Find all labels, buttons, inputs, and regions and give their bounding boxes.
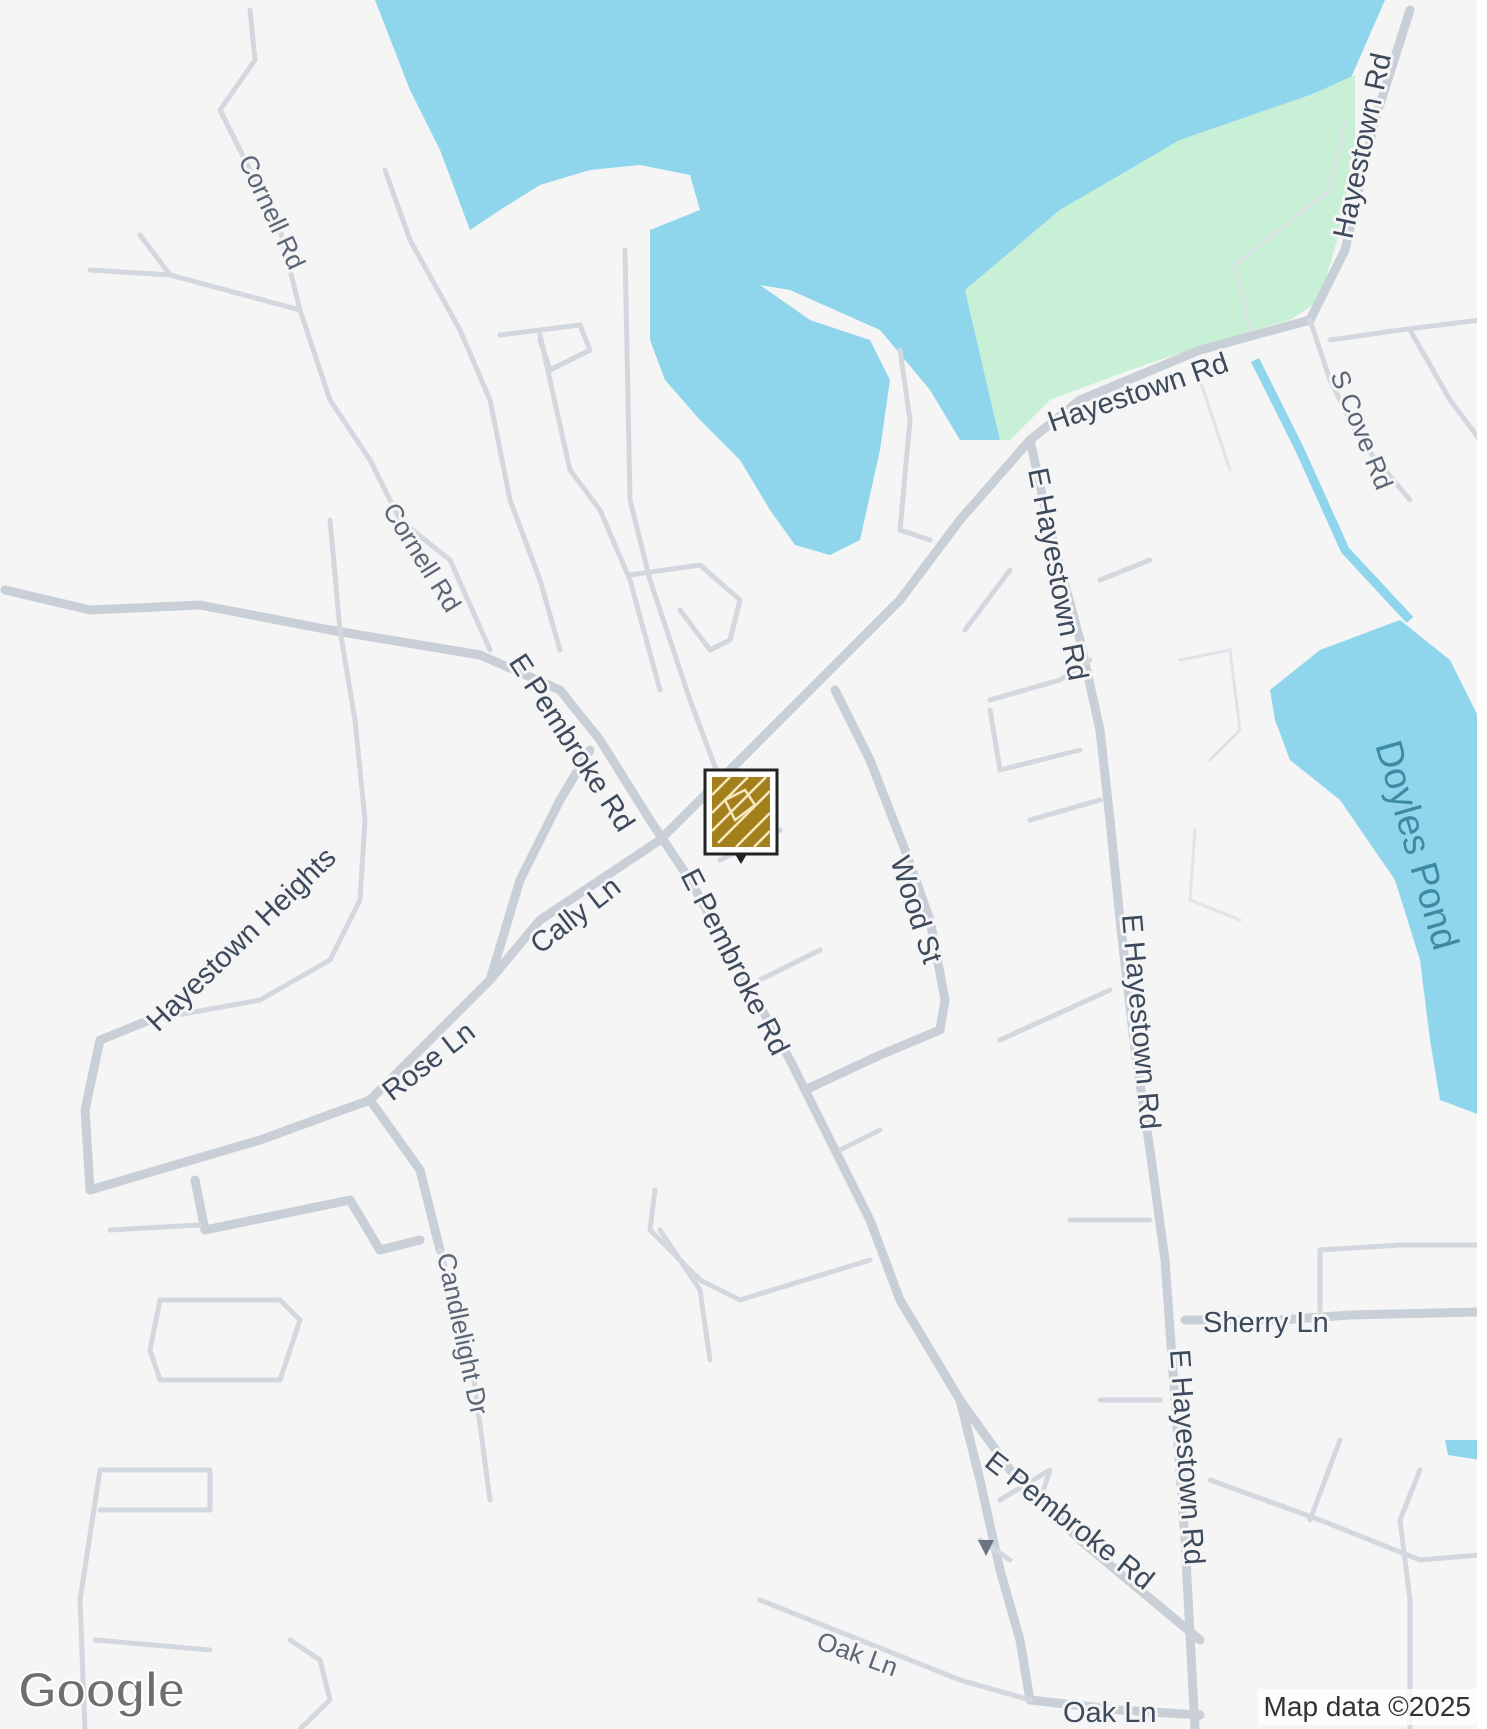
label-rose-ln: Rose Ln xyxy=(377,1016,482,1108)
label-candlelight-dr: Candlelight Dr xyxy=(431,1250,495,1418)
park-trail xyxy=(1233,118,1347,267)
label-e-pembroke-rd-1: E Pembroke Rd xyxy=(502,648,640,837)
road-east-5 xyxy=(1097,557,1153,583)
road-east-10 xyxy=(1207,1477,1483,1563)
road-peninsula xyxy=(897,347,933,543)
road-ne-1 xyxy=(1327,317,1483,343)
road-sw-6 xyxy=(77,1467,103,1729)
marker-fill xyxy=(712,777,770,847)
label-e-hayestown-rd-3: E Hayestown Rd xyxy=(1163,1348,1210,1566)
road-east-12 xyxy=(1397,1467,1423,1729)
road-east-2 xyxy=(987,657,1093,703)
road-sw-1 xyxy=(647,1187,873,1303)
road-east-3 xyxy=(987,707,1083,773)
road-north-2 xyxy=(622,247,723,783)
road-sw-7 xyxy=(92,1637,213,1653)
cally-ln-link xyxy=(485,745,595,985)
trail-east-3 xyxy=(1178,648,1242,762)
label-e-hayestown-rd-1: E Hayestown Rd xyxy=(1021,465,1094,683)
doyles-pond-water xyxy=(1270,620,1480,1115)
road-ne-2 xyxy=(1407,327,1483,443)
sherry-ln xyxy=(1180,1307,1485,1325)
label-s-cove-rd: S Cove Rd xyxy=(1324,366,1399,494)
stream xyxy=(1250,357,1414,624)
road-east-9 xyxy=(1317,1242,1483,1313)
label-hayestown-heights: Hayestown Heights xyxy=(141,841,343,1038)
road-sw-8 xyxy=(287,1637,333,1729)
road-sw-5 xyxy=(97,1467,213,1513)
road-loop-north xyxy=(627,562,743,653)
road-sw-3 xyxy=(107,1222,203,1233)
road-east-11 xyxy=(1307,1437,1343,1523)
label-e-hayestown-rd-2: E Hayestown Rd xyxy=(1115,913,1166,1131)
road-west-2 xyxy=(137,232,173,278)
road-east-4 xyxy=(1027,797,1103,823)
park-trail-2 xyxy=(1233,263,1252,332)
map-right-edge xyxy=(1477,0,1487,1729)
label-wood-st: Wood St xyxy=(883,852,948,967)
e-pembroke-rd-south xyxy=(955,1395,1035,1705)
label-oak-ln-1: Oak Ln xyxy=(813,1625,902,1682)
road-candlelight xyxy=(437,1247,493,1503)
trail-east xyxy=(1198,378,1232,472)
google-logo: Google xyxy=(17,1661,186,1719)
lake-water xyxy=(375,0,1385,555)
road-south-1 xyxy=(997,1467,1053,1503)
one-way-arrow-icon xyxy=(978,1540,994,1556)
rose-ln-spur xyxy=(365,1095,445,1255)
oak-ln xyxy=(1025,1695,1205,1720)
road-east-1 xyxy=(962,567,1013,633)
candlelight-loop xyxy=(190,1175,425,1255)
label-sherry-ln: Sherry Ln xyxy=(1203,1307,1329,1339)
label-cornell-rd-south: Cornell Rd xyxy=(377,497,468,617)
wood-st xyxy=(800,685,950,1095)
trail-east-2 xyxy=(1188,828,1242,922)
road-north-4 xyxy=(537,332,663,693)
road-center-2 xyxy=(757,947,823,983)
map-attribution[interactable]: Map data ©2025 xyxy=(1257,1689,1477,1725)
road-center-3 xyxy=(837,1127,883,1153)
road-east-6 xyxy=(997,987,1113,1043)
marker-pointer xyxy=(735,854,747,864)
road-oak-west xyxy=(757,1597,1033,1703)
stream-east-fragment xyxy=(1445,1440,1480,1460)
hayestown-rd xyxy=(80,5,1415,1195)
e-hayestown-rd xyxy=(1025,435,1200,1729)
road-s-cove xyxy=(1307,317,1413,503)
e-pembroke-rd xyxy=(0,585,1205,1645)
road-west-1 xyxy=(87,267,303,313)
label-e-pembroke-rd-3: E Pembroke Rd xyxy=(979,1445,1160,1596)
label-oak-ln-2: Oak Ln xyxy=(1063,1697,1157,1729)
location-marker[interactable] xyxy=(703,768,779,864)
road-sw-2 xyxy=(657,1227,713,1363)
hatched-square-pin-icon xyxy=(711,776,771,848)
road-north-1 xyxy=(382,167,563,653)
park-area xyxy=(965,75,1355,440)
label-e-pembroke-rd-2: E Pembroke Rd xyxy=(674,864,795,1061)
road-sw-4 xyxy=(147,1297,303,1383)
hayestown-heights xyxy=(147,517,368,1023)
label-cornell-rd-north: Cornell Rd xyxy=(233,150,312,274)
